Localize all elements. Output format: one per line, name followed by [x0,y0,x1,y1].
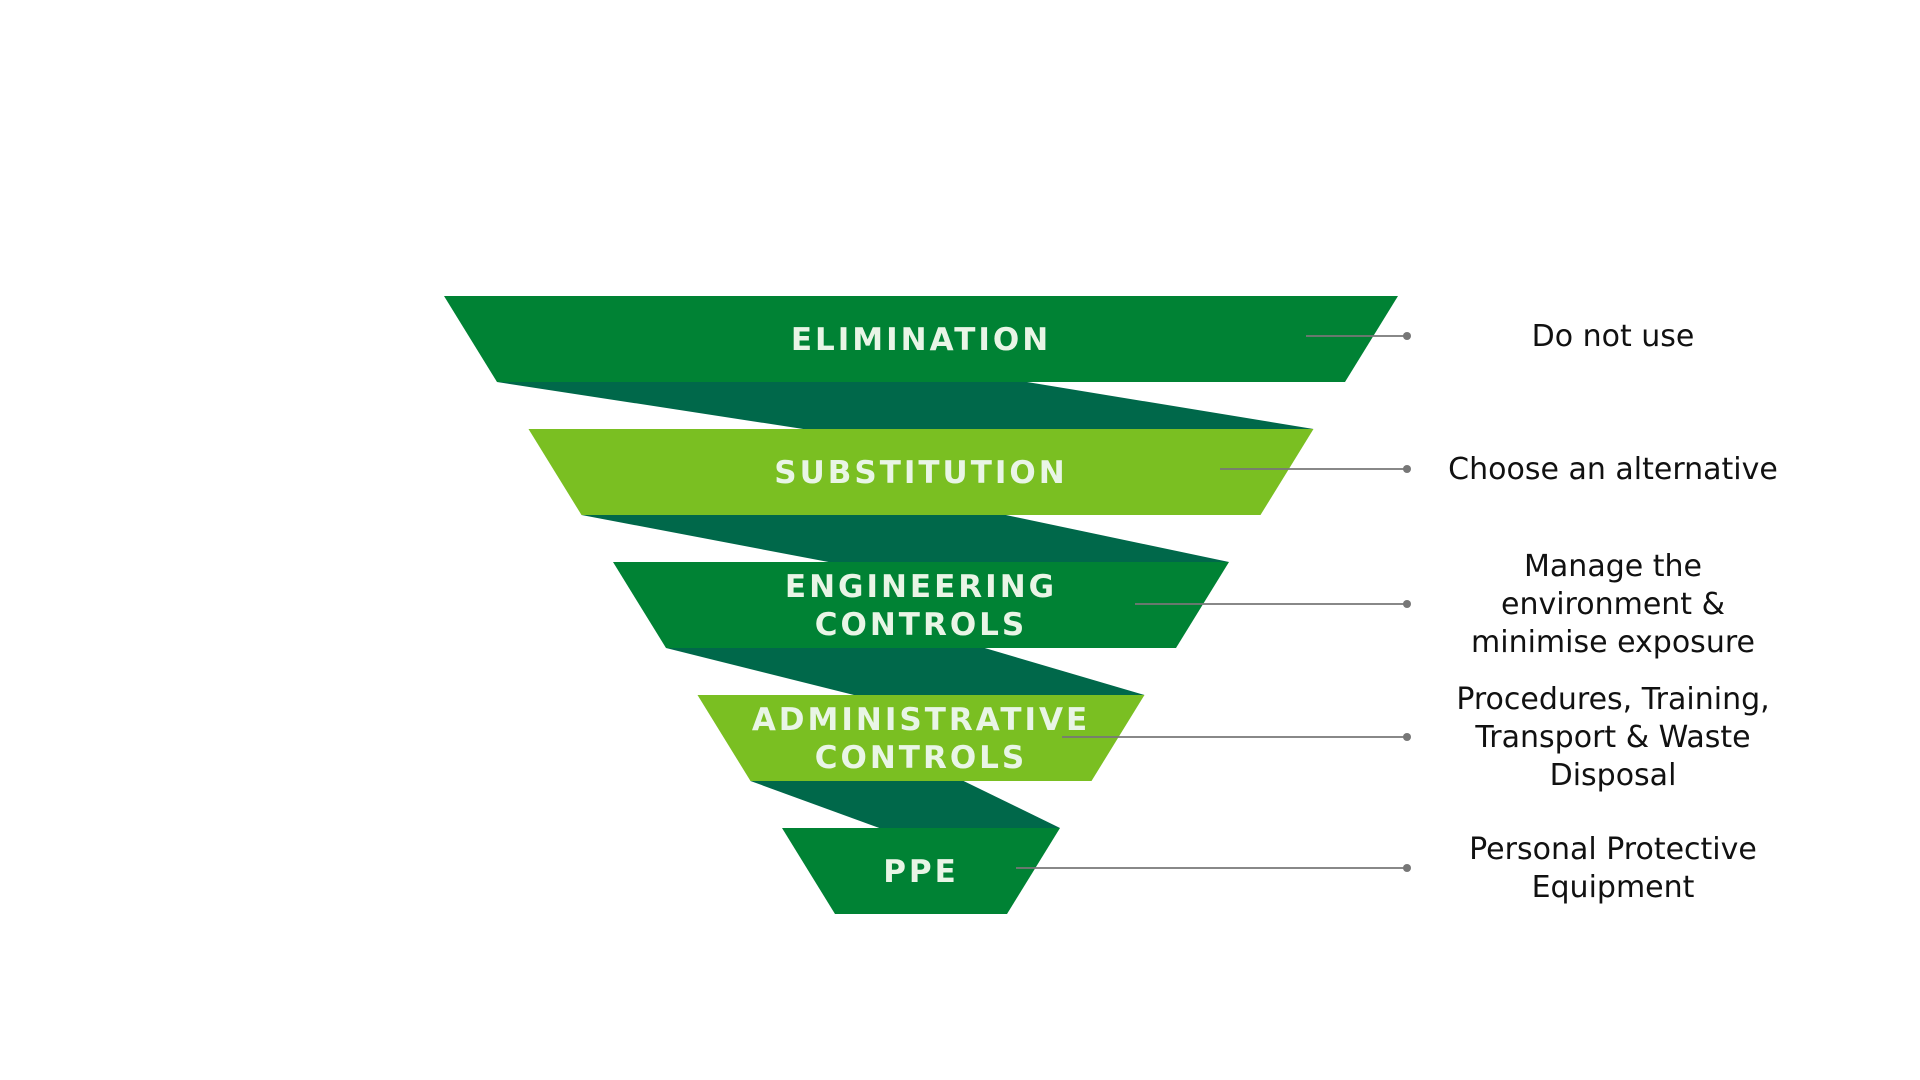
description-engineering-controls-line-2: environment & [1501,587,1725,622]
description-administrative-controls-line-3: Disposal [1550,758,1677,793]
tier-label-administrative-controls-line-2: CONTROLS [815,740,1028,776]
description-substitution: Choose an alternative [1448,452,1778,487]
connector-2 [581,515,1229,562]
leader-lines [1016,332,1411,872]
funnel-tiers: ELIMINATIONSUBSTITUTIONENGINEERINGCONTRO… [444,296,1398,914]
connector-3 [666,648,1145,695]
description-engineering-controls-line-1: Manage the [1524,549,1702,584]
leader-dot-substitution [1403,465,1411,473]
tier-label-substitution: SUBSTITUTION [774,455,1067,491]
funnel-connectors [497,382,1314,828]
description-elimination: Do not use [1532,319,1695,354]
tier-label-engineering-controls-line-1: ENGINEERING [785,569,1057,605]
connector-1 [497,382,1314,429]
tier-label-engineering-controls-line-2: CONTROLS [815,607,1028,643]
tier-band-engineering-controls [613,562,1229,648]
connector-4 [750,781,1060,828]
tier-band-elimination [444,296,1398,382]
leader-dot-ppe [1403,864,1411,872]
description-administrative-controls-line-2: Transport & Waste [1474,720,1750,755]
tier-label-elimination: ELIMINATION [791,322,1051,358]
tier-band-ppe [782,828,1060,914]
tier-band-administrative-controls [697,695,1145,781]
description-ppe-line-1: Personal Protective [1469,832,1757,867]
description-administrative-controls-line-1: Procedures, Training, [1456,682,1769,717]
tier-label-ppe: PPE [883,854,959,890]
leader-dot-elimination [1403,332,1411,340]
tier-band-substitution [528,429,1314,515]
tier-label-administrative-controls-line-1: ADMINISTRATIVE [752,702,1090,738]
description-engineering-controls-line-3: minimise exposure [1471,625,1755,660]
leader-dot-engineering-controls [1403,600,1411,608]
leader-dot-administrative-controls [1403,733,1411,741]
description-ppe-line-2: Equipment [1532,870,1695,905]
